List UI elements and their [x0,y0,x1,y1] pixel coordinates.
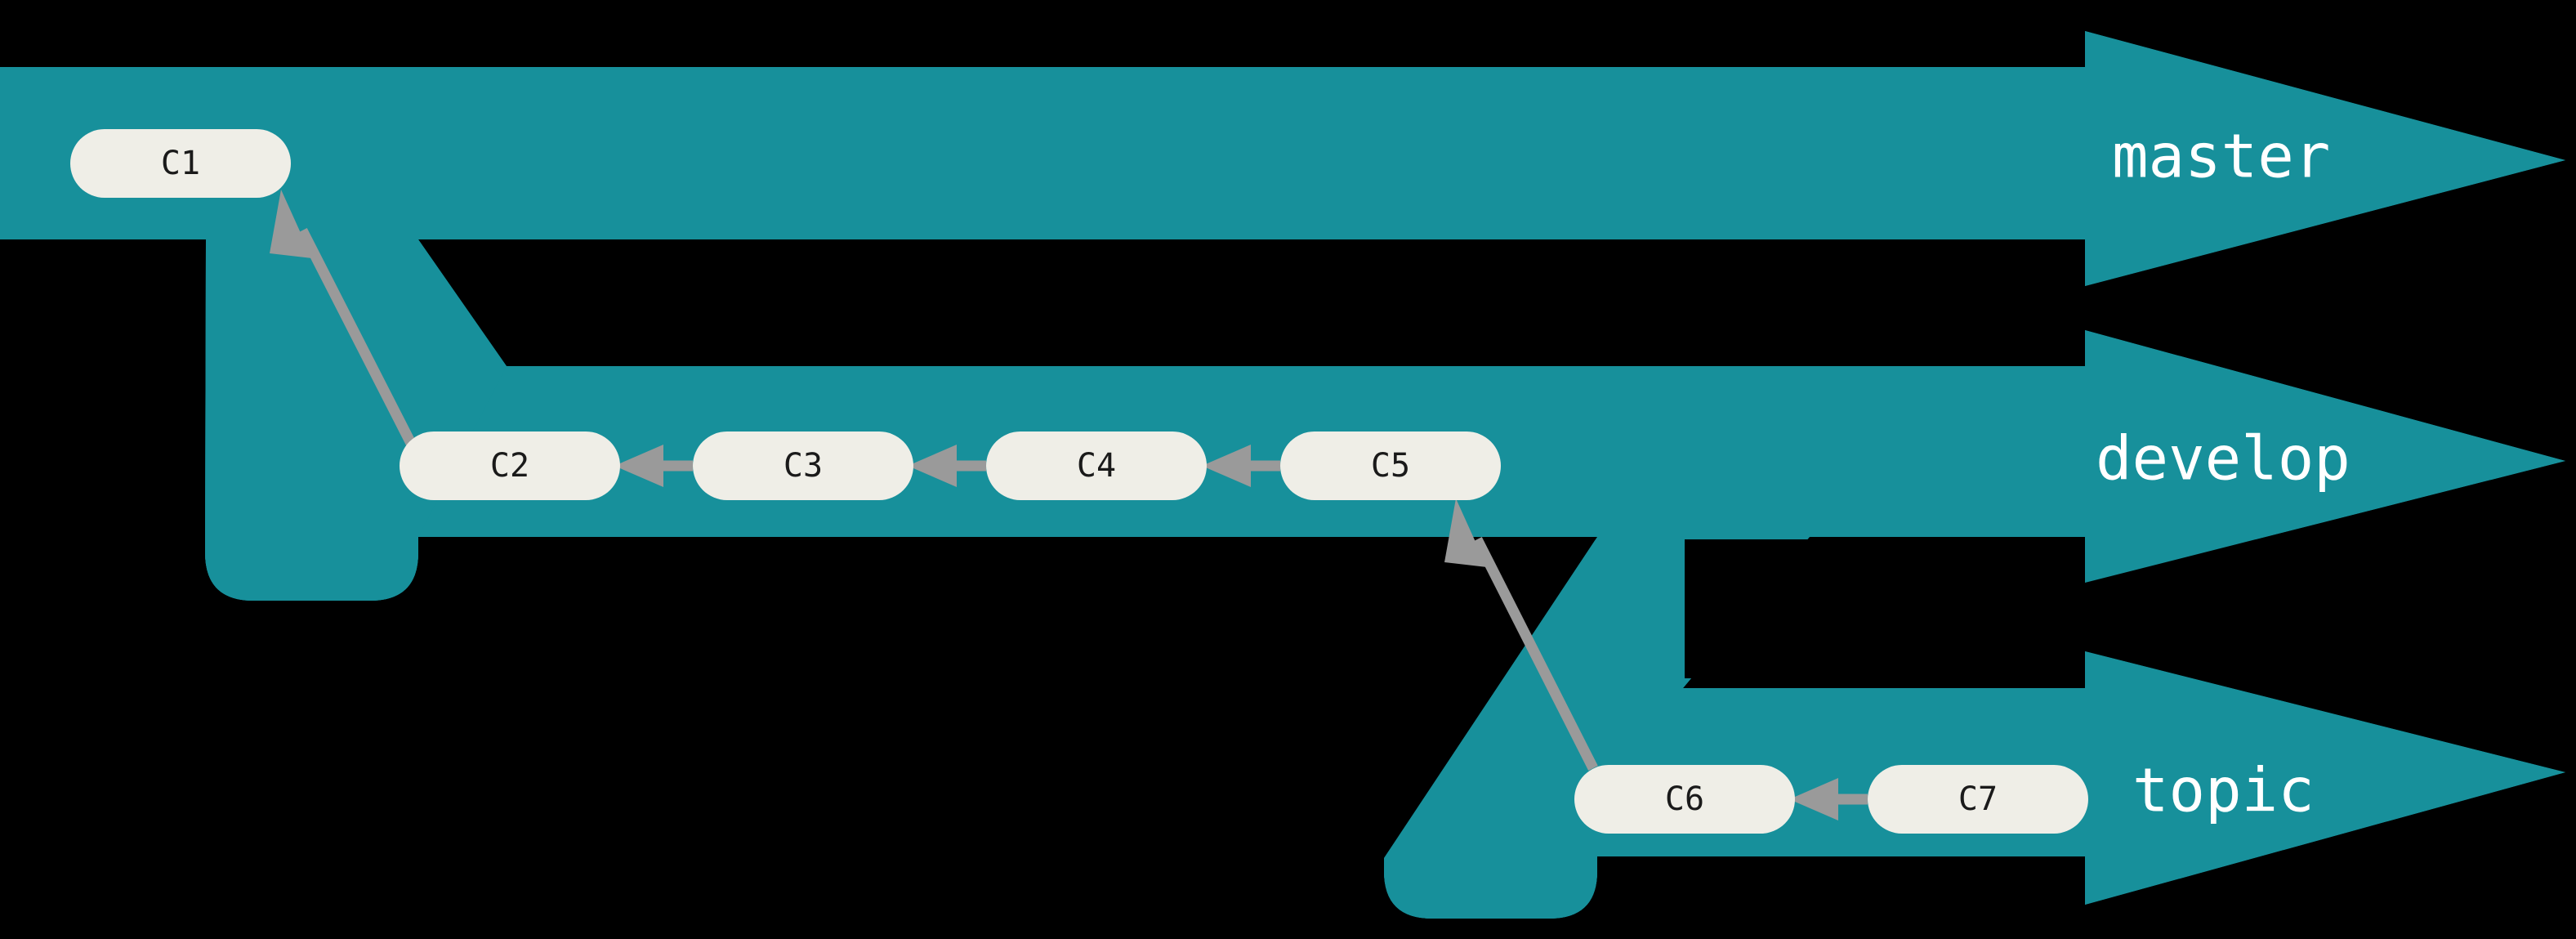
commit-node-c2-label: C2 [490,447,529,485]
edge-c3-c2-arrowhead [614,445,663,487]
edge-c4-c3-arrowhead [908,445,957,487]
commit-node-c4[interactable]: C4 [986,431,1207,500]
commit-node-c6[interactable]: C6 [1574,765,1795,834]
commit-node-c6-label: C6 [1665,780,1704,818]
branch-label-topic: topic [2132,756,2315,826]
commit-node-c1-shape[interactable] [70,129,291,198]
commit-node-c7-label: C7 [1958,780,1998,818]
edge-c2-c1 [297,228,423,460]
commit-node-c2-shape[interactable] [400,431,620,500]
edge-c6-c5-arrowhead [1444,499,1487,567]
commit-node-c1[interactable]: C1 [70,129,291,198]
commit-nodes: C1 C2 C3 C4 C5 [70,129,2088,834]
commit-node-c3-shape[interactable] [693,431,913,500]
commit-node-c4-shape[interactable] [986,431,1207,500]
notch-master-develop-redraw [508,242,2085,363]
commit-node-c5-shape[interactable] [1280,431,1501,500]
edge-c5-c4-arrowhead [1202,445,1251,487]
master-band-redraw [0,31,2565,286]
commit-node-c3-label: C3 [784,447,823,485]
master-develop-connector-redraw [205,239,507,601]
commit-node-c5[interactable]: C5 [1280,431,1501,500]
commit-edges [270,190,1868,821]
cut-left-of-develop-descent [0,242,203,939]
branch-labels: master develop topic [2096,122,2351,826]
commit-node-c6-shape[interactable] [1574,765,1795,834]
branch-label-develop: develop [2096,424,2351,494]
commit-node-c7[interactable]: C7 [1868,765,2088,834]
edge-c7-c6-arrowhead [1789,778,1838,821]
cut-left-of-topic-descent [418,539,1382,939]
notch-develop-topic-redraw [1685,539,2085,678]
branch-label-master: master [2112,122,2330,192]
topic-band-redraw [1597,651,2565,905]
edge-c2-c1-arrowhead [270,190,312,258]
commit-node-c4-label: C4 [1077,447,1116,485]
commit-node-c5-label: C5 [1371,447,1410,485]
commit-node-c7-shape[interactable] [1868,765,2088,834]
commit-node-c3[interactable]: C3 [693,431,913,500]
commit-node-c1-label: C1 [161,145,200,182]
commit-node-c2[interactable]: C2 [400,431,620,500]
edge-c6-c5 [1472,537,1598,771]
